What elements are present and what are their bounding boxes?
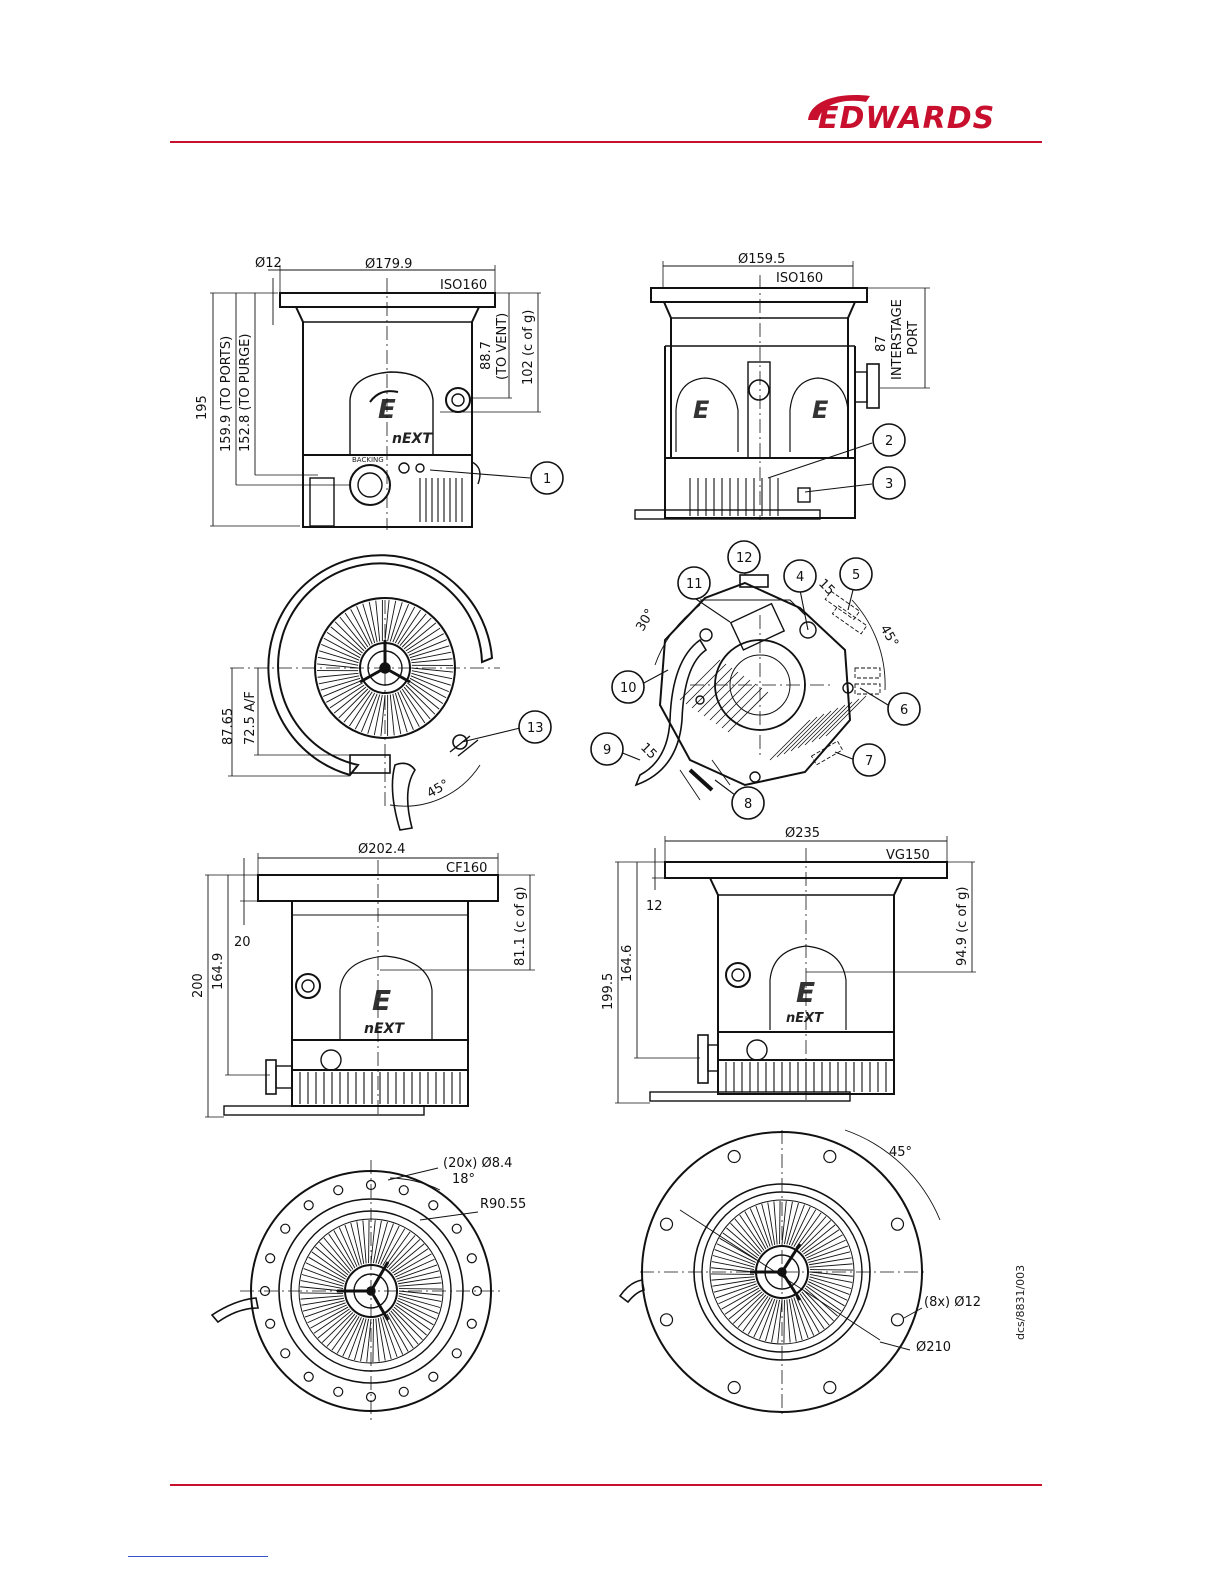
mr-angle-45: 45° — [877, 623, 902, 650]
edwards-logo — [808, 95, 870, 120]
br-holes: (8x) Ø12 — [924, 1295, 981, 1310]
callout-9: 9 — [603, 743, 611, 758]
ll-cog: 81.1 (c of g) — [513, 887, 528, 966]
tl-h-vent-a: 88.7 — [479, 341, 494, 370]
view-top-left: E nEXT BACKING — [210, 265, 564, 530]
callout-7: 7 — [865, 754, 873, 769]
footer-link-underline — [128, 1556, 268, 1557]
callout-13: 13 — [527, 721, 544, 736]
view-lower-right: E nEXT — [615, 836, 976, 1104]
backing-label: BACKING — [352, 456, 384, 464]
callout-3: 3 — [885, 477, 893, 492]
view-mid-left — [228, 554, 552, 831]
view-lower-left: E nEXT — [205, 853, 535, 1118]
tr-interstage-b: INTERSTAGE — [890, 299, 905, 380]
svg-text:E: E — [796, 976, 815, 1009]
tl-d-small: Ø12 — [255, 256, 282, 271]
tl-flange: ISO160 — [440, 278, 487, 293]
tl-h-purge: 152.8 (TO PURGE) — [238, 334, 253, 452]
tr-d-flange: Ø159.5 — [738, 252, 785, 267]
svg-text:E: E — [693, 396, 710, 424]
drawing-reference: dcs/8831/003 — [1014, 1264, 1027, 1340]
tl-h-total: 195 — [195, 395, 210, 420]
ml-af-inner: 72.5 A/F — [243, 691, 258, 745]
callout-6: 6 — [900, 703, 908, 718]
lr-flange: VG150 — [886, 848, 930, 863]
view-top-right: E E — [634, 261, 930, 520]
tl-cog: 102 (c of g) — [521, 310, 536, 385]
ml-af-outer: 87.65 — [221, 708, 236, 745]
labels: Ø12 Ø179.9 ISO160 195 159.9 (TO PORTS) 1… — [191, 252, 981, 1355]
callout-4: 4 — [796, 570, 804, 585]
tl-h-vent-b: (TO VENT) — [495, 313, 510, 380]
footer-rule — [170, 1484, 1042, 1486]
ml-angle: 45° — [425, 777, 452, 802]
callout-1: 1 — [543, 472, 551, 487]
lr-h-total: 199.5 — [601, 973, 616, 1010]
br-pcd: Ø210 — [916, 1340, 951, 1355]
ll-flange: CF160 — [446, 861, 487, 876]
callout-2: 2 — [885, 434, 893, 449]
bl-radius: R90.55 — [480, 1197, 526, 1212]
lr-h-flange: 12 — [646, 899, 663, 914]
view-bottom-left — [210, 1160, 500, 1420]
ll-h-port: 164.9 — [211, 953, 226, 990]
tl-d-flange: Ø179.9 — [365, 257, 412, 272]
callout-11: 11 — [686, 577, 703, 592]
bl-holes: (20x) Ø8.4 — [443, 1156, 512, 1171]
callout-8: 8 — [744, 797, 752, 812]
view-mid-right — [590, 540, 921, 820]
tr-flange: ISO160 — [776, 271, 823, 286]
svg-text:nEXT: nEXT — [786, 1011, 824, 1026]
view-bottom-right — [618, 1129, 941, 1415]
ll-d-flange: Ø202.4 — [358, 842, 405, 857]
bl-angle: 18° — [452, 1172, 475, 1187]
mr-angle-30: 30° — [633, 607, 658, 634]
mr-dist-15-left: 15 — [637, 740, 659, 762]
ll-h-flange: 20 — [234, 935, 251, 950]
svg-text:nEXT: nEXT — [364, 1021, 405, 1037]
lr-h-port: 164.6 — [620, 945, 635, 982]
ll-h-total: 200 — [191, 973, 206, 998]
callout-10: 10 — [620, 681, 637, 696]
header-rule — [170, 141, 1042, 143]
svg-text:E: E — [812, 396, 829, 424]
product-badge: nEXT — [392, 431, 433, 447]
br-angle: 45° — [889, 1145, 912, 1160]
callout-12: 12 — [736, 551, 753, 566]
lr-cog: 94.9 (c of g) — [955, 887, 970, 966]
tl-h-ports: 159.9 (TO PORTS) — [219, 336, 234, 452]
tr-interstage-c: PORT — [906, 321, 921, 355]
svg-text:E: E — [372, 984, 391, 1017]
mr-dist-15-top: 15 — [815, 576, 837, 598]
logo-text: EDWARDS — [818, 101, 996, 136]
tr-interstage-a: 87 — [874, 335, 889, 352]
callout-5: 5 — [852, 568, 860, 583]
lr-d-flange: Ø235 — [785, 826, 820, 841]
